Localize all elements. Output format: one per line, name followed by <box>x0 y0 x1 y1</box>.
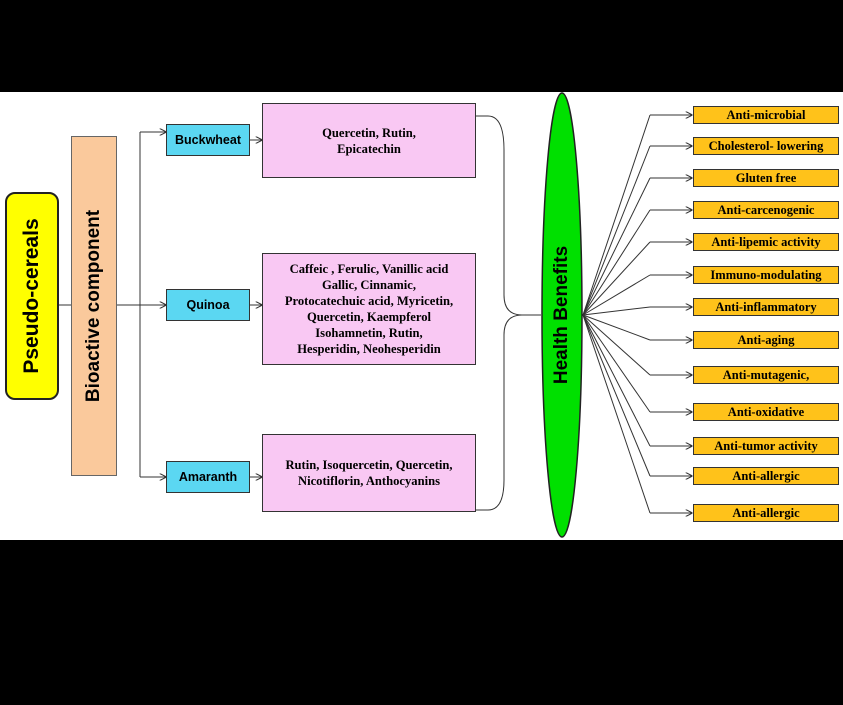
compounds-amaranth-text: Rutin, Isoquercetin, Quercetin, Nicotifl… <box>285 457 452 489</box>
pseudo-cereals-box: Pseudo-cereals <box>5 192 59 400</box>
compound-line: Protocatechuic acid, Myricetin, <box>284 294 454 308</box>
compound-line: Caffeic , Ferulic, Vanillic acid <box>289 262 449 276</box>
connector-component-grains <box>117 132 166 477</box>
connector-compounds-brace <box>476 115 523 511</box>
compound-line: Quercetin, Kaempferol <box>306 310 432 324</box>
benefit-connector <box>582 274 651 316</box>
benefit-connector <box>582 306 651 316</box>
benefit-box: Anti-allergic <box>693 467 839 485</box>
compounds-quinoa-text: Caffeic , Ferulic, Vanillic acid Gallic,… <box>285 261 453 357</box>
benefit-connector <box>582 314 651 477</box>
health-benefits-label-wrap: Health Benefits <box>541 92 583 538</box>
compound-line: Quercetin, Rutin, <box>322 125 416 140</box>
grain-amaranth-box: Amaranth <box>166 461 250 493</box>
grain-buckwheat-box: Buckwheat <box>166 124 250 156</box>
benefit-connector <box>582 314 651 341</box>
benefit-box: Anti-microbial <box>693 106 839 124</box>
health-benefits-ellipse <box>541 92 583 538</box>
benefit-box: Anti-lipemic activity <box>693 233 839 251</box>
grain-quinoa-box: Quinoa <box>166 289 250 321</box>
compound-line: Isohamnetin, Rutin, <box>315 326 423 340</box>
benefit-box: Cholesterol- lowering <box>693 137 839 155</box>
benefit-connector <box>582 314 651 413</box>
benefit-box: Anti-oxidative <box>693 403 839 421</box>
benefit-box: Immuno-modulating <box>693 266 839 284</box>
benefit-connector <box>582 209 651 316</box>
bioactive-component-label: Bioactive component <box>83 209 104 403</box>
compound-line: Rutin, Isoquercetin, Quercetin, <box>285 458 453 472</box>
benefit-box: Gluten free <box>693 169 839 187</box>
compounds-buckwheat-text: Quercetin, Rutin, Epicatechin <box>322 125 416 157</box>
compounds-quinoa-box: Caffeic , Ferulic, Vanillic acid Gallic,… <box>262 253 476 365</box>
compounds-buckwheat-box: Quercetin, Rutin, Epicatechin <box>262 103 476 178</box>
compound-line: Nicotiflorin, Anthocyanins <box>297 474 441 488</box>
benefit-box: Anti-aging <box>693 331 839 349</box>
benefit-connector <box>582 314 651 376</box>
benefit-connector <box>582 114 651 316</box>
benefit-connector <box>582 241 651 316</box>
pseudo-cereals-label: Pseudo-cereals <box>20 218 43 374</box>
benefit-box: Anti-inflammatory <box>693 298 839 316</box>
benefit-box: Anti-tumor activity <box>693 437 839 455</box>
connector-benefit-fan <box>582 114 692 514</box>
benefit-box: Anti-mutagenic, <box>693 366 839 384</box>
benefit-connector <box>582 314 651 514</box>
health-benefits-label: Health Benefits <box>551 245 572 385</box>
compounds-amaranth-box: Rutin, Isoquercetin, Quercetin, Nicotifl… <box>262 434 476 512</box>
benefit-box: Anti-allergic <box>693 504 839 522</box>
bioactive-component-box: Bioactive component <box>71 136 117 476</box>
compound-line: Hesperidin, Neohesperidin <box>297 342 441 356</box>
compound-line: Gallic, Cinnamic, <box>321 278 417 292</box>
connector-grains-compounds <box>250 140 262 477</box>
benefit-connector <box>582 145 651 316</box>
benefit-box: Anti-carcenogenic <box>693 201 839 219</box>
compound-line: Epicatechin <box>337 141 401 156</box>
benefit-connector <box>582 177 651 316</box>
benefit-connector <box>582 314 651 447</box>
